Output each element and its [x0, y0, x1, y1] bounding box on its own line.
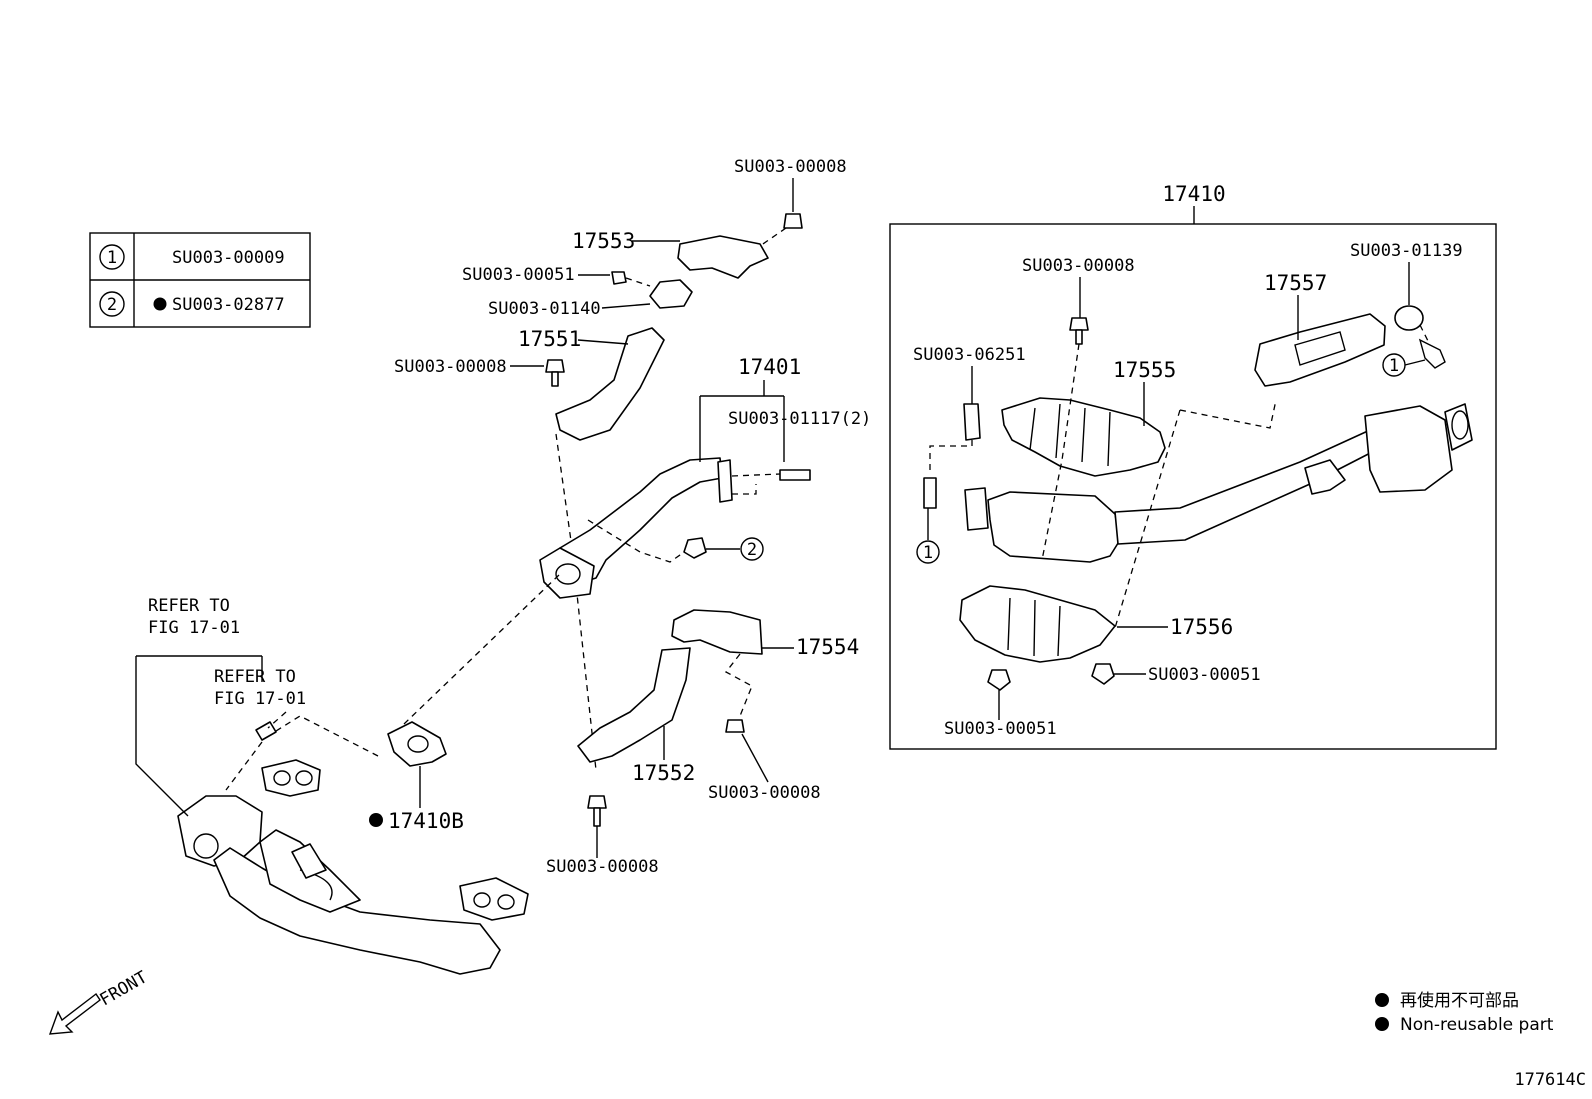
bolt-icon [923, 477, 937, 509]
legend-row-1: 1 SU003-00009 [99, 244, 285, 270]
refer-note-2-line1: REFER TO [214, 667, 296, 687]
callout-su003-00008-mid: SU003-00008 [708, 783, 821, 803]
callout-17554: 17554 [796, 635, 859, 659]
refer-note-2-line2: FIG 17-01 [214, 689, 306, 709]
stud-icon [779, 469, 811, 481]
marker-circle-icon [916, 540, 940, 564]
callout-17410b: 17410B [388, 809, 464, 833]
clip-icon [963, 403, 981, 441]
figure-id: 177614C [1514, 1070, 1586, 1090]
non-reusable-dot-icon [153, 297, 167, 311]
nut-icon [683, 537, 707, 559]
nut-icon [611, 271, 627, 285]
callout-17556: 17556 [1170, 615, 1233, 639]
marker-1-label: 1 [1389, 356, 1399, 376]
bolt-icon [725, 719, 745, 733]
callout-su003-00051-box-bottom: SU003-00051 [944, 719, 1057, 739]
refer-note-1-line1: REFER TO [148, 596, 230, 616]
non-reusable-legend: 再使用不可部品 Non-reusable part [1375, 990, 1554, 1035]
callout-su003-01140: SU003-01140 [488, 299, 601, 319]
callout-17553: 17553 [572, 229, 635, 253]
part-17555-heat-shield: 17555 [1001, 358, 1176, 477]
callout-17557: 17557 [1264, 271, 1327, 295]
part-clamp-01139: SU003-01139 1 [1350, 241, 1463, 377]
legend-row-marker: 1 [107, 248, 117, 268]
bolt-icon [587, 795, 607, 809]
nut-icon [987, 669, 1011, 691]
front-label: FRONT [97, 967, 151, 1010]
front-arrow-icon [48, 992, 101, 1035]
marker-circle-icon [99, 244, 125, 270]
callout-su003-00008-top: SU003-00008 [734, 157, 847, 177]
non-reusable-dot-icon [1375, 1017, 1389, 1031]
part-17551-heat-shield: 17551 SU003-00008 [394, 327, 665, 771]
refer-notes: REFER TO FIG 17-01 REFER TO FIG 17-01 [135, 596, 306, 817]
legend-row-code: SU003-00009 [172, 248, 285, 268]
bolt-icon [1069, 317, 1089, 331]
part-17557-heat-shield: 17557 [1254, 271, 1386, 387]
callout-su003-06251: SU003-06251 [913, 345, 1026, 365]
part-exhaust-manifold [177, 759, 529, 975]
bolt-icon [783, 213, 803, 229]
callout-su003-00008-left: SU003-00008 [394, 357, 507, 377]
legend-row-marker: 2 [107, 295, 117, 315]
marker-circle-icon [99, 291, 125, 317]
non-reusable-dot-icon [1375, 993, 1389, 1007]
callout-su003-01139: SU003-01139 [1350, 241, 1463, 261]
front-direction-indicator: FRONT [48, 967, 151, 1035]
part-17556-heat-shield: 17556 [959, 585, 1233, 663]
legend-table: 1 SU003-00009 2 SU003-02877 [89, 232, 311, 328]
legend-row-code: SU003-02877 [172, 295, 285, 315]
part-17552-heat-shield: 17552 SU003-00008 SU003-00008 [546, 647, 821, 877]
non-reusable-dot-icon [369, 813, 383, 827]
refer-note-1-line2: FIG 17-01 [148, 618, 240, 638]
part-17410b-gasket: 17410B [267, 573, 561, 833]
part-17401-pipe: 17401 SU003-01117(2) 2 [539, 355, 871, 599]
part-17553-heat-shield: 17553 SU003-00008 [572, 157, 847, 279]
callout-su003-00051-box-right: SU003-00051 [1148, 665, 1261, 685]
marker-2-label: 2 [747, 540, 757, 560]
callout-17552: 17552 [632, 761, 695, 785]
nut-icon [1091, 663, 1115, 685]
legend-note-japanese: 再使用不可部品 [1400, 990, 1519, 1011]
marker-circle-icon [740, 537, 764, 561]
callout-17401: 17401 [738, 355, 801, 379]
legend-row-2: 2 SU003-02877 [99, 291, 285, 317]
callout-su003-00008-bottom: SU003-00008 [546, 857, 659, 877]
callout-17551: 17551 [518, 327, 581, 351]
sensor-icon [255, 721, 277, 741]
assembly-17410-box: 17410 [889, 182, 1497, 750]
callout-su003-00008-box: SU003-00008 [1022, 256, 1135, 276]
bolt-icon [545, 359, 565, 373]
part-front-converter-pipe [964, 403, 1473, 563]
fasteners-17410: SU003-00008 SU003-06251 1 SU003-00051 SU… [913, 256, 1277, 739]
marker-1-label: 1 [923, 543, 933, 563]
legend-note-english: Non-reusable part [1400, 1015, 1554, 1035]
part-clamp-01140: SU003-01140 SU003-00051 [462, 265, 693, 319]
callout-su003-00051-left: SU003-00051 [462, 265, 575, 285]
callout-17555: 17555 [1113, 358, 1176, 382]
callout-su003-01117: SU003-01117(2) [728, 409, 871, 429]
part-17554-heat-shield: 17554 [671, 609, 859, 717]
callout-17410: 17410 [1162, 182, 1225, 206]
